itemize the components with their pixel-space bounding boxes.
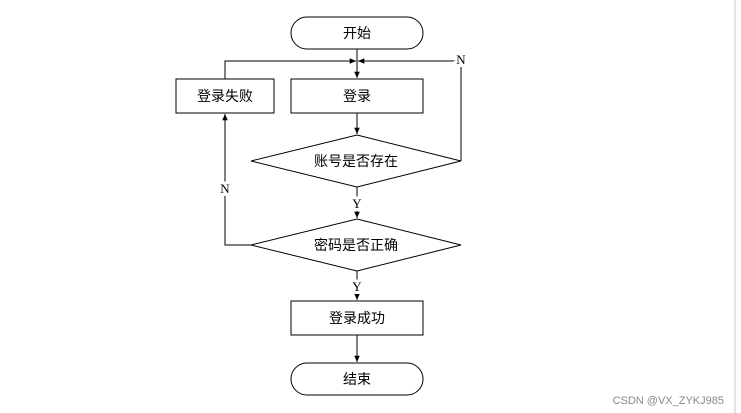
login-node: 登录 — [290, 78, 424, 114]
password-correct-label: 密码是否正确 — [314, 237, 398, 254]
account-exists-decision: 账号是否存在 — [250, 134, 462, 188]
account-yes-label: Y — [352, 196, 362, 211]
edge-login-failed-back — [224, 58, 356, 79]
account-exists-label: 账号是否存在 — [314, 154, 398, 170]
end-node: 结束 — [290, 362, 424, 396]
password-yes-label: Y — [352, 279, 362, 294]
login-failed-label: 登录失败 — [197, 89, 253, 105]
password-no-label: N — [220, 181, 230, 196]
password-correct-decision: 密码是否正确 — [250, 218, 462, 272]
login-label: 登录 — [343, 89, 371, 105]
login-success-label: 登录成功 — [329, 311, 385, 327]
start-label: 开始 — [343, 26, 371, 42]
account-no-label: N — [456, 52, 466, 67]
edge-account-no-loop — [358, 58, 462, 161]
login-failed-node: 登录失败 — [175, 78, 275, 114]
login-success-node: 登录成功 — [290, 300, 424, 336]
end-label: 结束 — [343, 372, 371, 388]
start-node: 开始 — [290, 16, 424, 50]
edge-password-no — [222, 114, 251, 246]
csdn-watermark: CSDN @VX_ZYKJ985 — [613, 395, 724, 407]
